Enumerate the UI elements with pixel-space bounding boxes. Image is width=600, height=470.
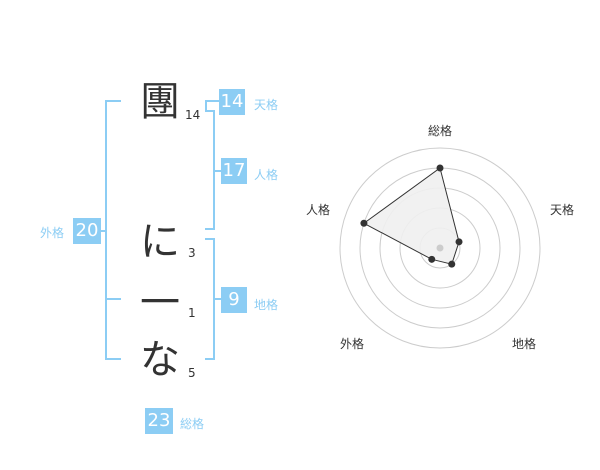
name-char-2: に <box>140 219 180 265</box>
radar-point-1 <box>436 164 444 172</box>
tenkaku-value: 14 <box>219 89 245 115</box>
radar-grid-ring <box>339 147 541 349</box>
gaikaku-bracket-bottom <box>105 358 121 360</box>
chikaku-bracket-bottom <box>205 358 215 360</box>
soukaku-label: 総格 <box>180 417 205 431</box>
stroke-count-2: 3 <box>188 246 196 260</box>
gaikaku-bracket <box>105 100 107 360</box>
radar-center-dot <box>436 244 444 252</box>
jinkaku-connector <box>213 170 221 172</box>
name-char-3: 一 <box>140 280 180 326</box>
radar-series-polygon <box>362 167 460 265</box>
stroke-count-3: 1 <box>188 306 196 320</box>
jinkaku-bracket-bottom <box>205 228 215 230</box>
chikaku-connector <box>213 298 221 300</box>
tenkaku-bracket <box>205 100 219 102</box>
chikaku-bracket-top <box>205 238 215 240</box>
radar-point-5 <box>360 219 368 227</box>
radar-axis-tenkaku: 天格 <box>550 203 575 217</box>
radar-point-2 <box>455 238 463 246</box>
name-char-1: 團 <box>140 79 180 125</box>
jinkaku-label: 人格 <box>254 168 279 182</box>
tenkaku-bracket-v <box>205 100 207 110</box>
gaikaku-bracket-top <box>105 100 121 102</box>
gaikaku-label: 外格 <box>40 226 65 240</box>
jinkaku-value: 17 <box>221 158 247 184</box>
gaikaku-connector <box>99 230 105 232</box>
gaikaku-value: 20 <box>73 218 101 244</box>
chikaku-label: 地格 <box>254 298 279 312</box>
name-char-4: な <box>140 337 180 383</box>
radar-point-4 <box>428 255 436 263</box>
soukaku-value: 23 <box>145 408 173 434</box>
tenkaku-label: 天格 <box>254 98 279 112</box>
radar-axis-soukaku: 総格 <box>428 124 453 138</box>
gaikaku-bracket-mid <box>105 298 121 300</box>
jinkaku-bracket-top <box>205 110 215 112</box>
stroke-count-1: 14 <box>185 108 201 122</box>
stroke-count-4: 5 <box>188 366 196 380</box>
chikaku-value: 9 <box>221 287 247 313</box>
radar-axis-gaikaku: 外格 <box>340 337 365 351</box>
radar-axis-jinkaku: 人格 <box>306 203 331 217</box>
radar-point-3 <box>448 260 456 268</box>
radar-axis-chikaku: 地格 <box>512 337 537 351</box>
